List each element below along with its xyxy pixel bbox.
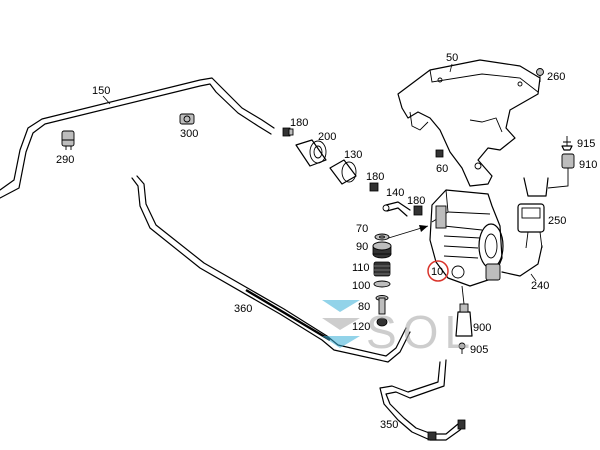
part-350-hose [379, 359, 466, 441]
label-910: 910 [579, 159, 597, 171]
label-120: 120 [352, 321, 370, 333]
label-90: 90 [356, 241, 368, 253]
part-120-nut [376, 317, 388, 327]
label-60: 60 [436, 163, 448, 175]
part-80-bolt [375, 295, 389, 315]
label-250: 250 [548, 215, 566, 227]
label-360: 360 [234, 303, 252, 315]
label-915: 915 [577, 138, 595, 150]
part-60-nut [435, 149, 444, 158]
label-260: 260 [547, 71, 565, 83]
label-180-low: 180 [407, 195, 425, 207]
part-130-filter [329, 159, 357, 185]
part-260-screw [536, 68, 544, 82]
part-110-spring [373, 261, 391, 277]
part-140-hose [382, 201, 411, 217]
label-180-mid: 180 [366, 171, 384, 183]
part-905-screw [458, 342, 466, 354]
label-150: 150 [92, 85, 110, 97]
part-50-bracket [397, 59, 541, 187]
part-180-fitting-low [413, 205, 423, 216]
label-50: 50 [446, 52, 458, 64]
part-90-rubber-mount [372, 241, 392, 259]
part-240-wire [501, 245, 543, 277]
part-910-connector [561, 153, 575, 169]
watermark-text: SOL [366, 306, 476, 358]
label-110: 110 [352, 262, 370, 274]
label-180-top: 180 [290, 117, 308, 129]
part-900-sensor [455, 285, 473, 337]
label-200: 200 [318, 131, 336, 143]
part-290-clip [61, 130, 75, 150]
part-100-washer [373, 280, 391, 288]
watermark-logo: SOL [322, 300, 476, 358]
label-900: 900 [473, 322, 491, 334]
label-140: 140 [386, 187, 404, 199]
part-180-fitting-mid [369, 182, 379, 192]
highlight-circle-10 [427, 260, 449, 282]
compressor-arrow [381, 225, 429, 241]
part-10-compressor [429, 189, 504, 287]
label-100: 100 [352, 280, 370, 292]
label-70: 70 [356, 223, 368, 235]
label-905: 905 [470, 344, 488, 356]
part-360-hose [131, 175, 411, 363]
pipe-150 [0, 77, 275, 199]
label-350: 350 [380, 419, 398, 431]
label-240: 240 [531, 280, 549, 292]
part-300-clip [179, 113, 195, 125]
label-290: 290 [56, 154, 74, 166]
label-10: 10 [431, 266, 443, 278]
part-250-relay [517, 177, 549, 249]
label-80: 80 [358, 301, 370, 313]
label-130: 130 [344, 149, 362, 161]
label-300: 300 [180, 128, 198, 140]
part-915-pin [561, 136, 573, 151]
part-180-fitting-top [282, 127, 294, 137]
part-200-filter [295, 139, 327, 167]
part-70-washer [374, 233, 390, 241]
